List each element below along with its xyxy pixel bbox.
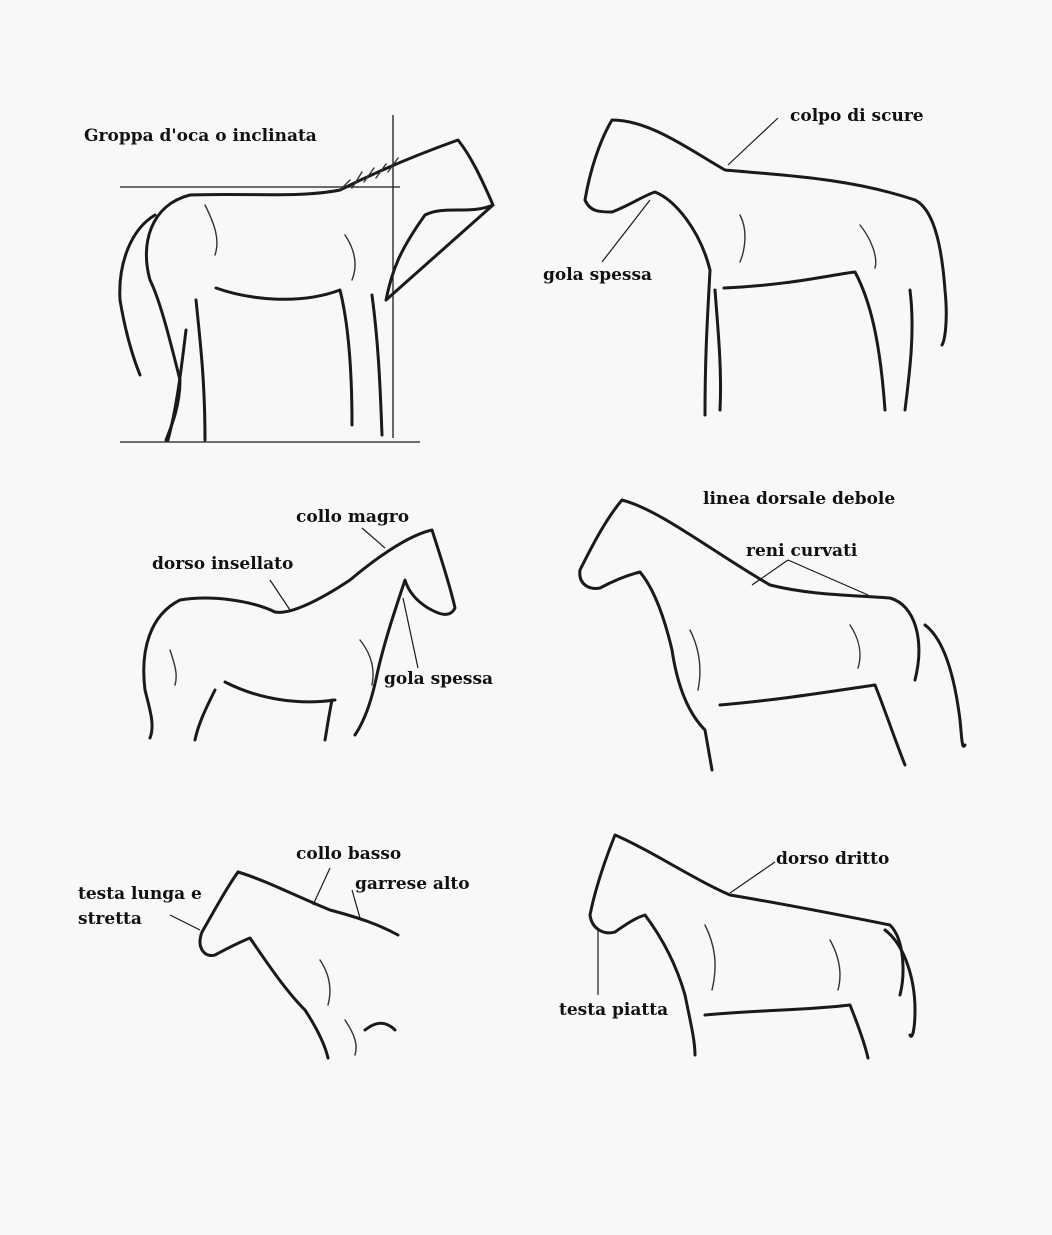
label-gola-spessa-2: gola spessa [384, 667, 493, 691]
dorso-dritto-pointer [730, 862, 775, 893]
collo-magro-pointer [362, 528, 385, 548]
label-testa-lunga-line2: stretta [78, 907, 142, 931]
horse-tail [120, 215, 155, 375]
label-testa-piatta: testa piatta [559, 998, 668, 1022]
label-gola-spessa-1: gola spessa [543, 263, 652, 287]
horse-high-withers [170, 868, 398, 1058]
collo-basso-pointer [313, 868, 330, 905]
horse-muscle-lines [205, 205, 355, 280]
horse-muscle-lines [170, 640, 373, 685]
horse-muscle-lines [705, 925, 840, 990]
label-reni-curvati: reni curvati [746, 539, 857, 563]
horse-hindleg [168, 300, 205, 440]
label-linea-dorsale-debole: linea dorsale debole [703, 487, 895, 511]
label-testa-lunga-line1: testa lunga e [78, 882, 202, 906]
horse-muscle-lines [690, 625, 860, 690]
label-collo-magro: collo magro [296, 505, 409, 529]
horse-tail [885, 930, 915, 1036]
dorso-insellato-pointer [270, 580, 290, 610]
horse-muscle-lines [320, 960, 356, 1055]
label-dorso-insellato: dorso insellato [152, 552, 293, 576]
horse-body-outline [146, 140, 493, 440]
label-groppa-d-oca: Groppa d'oca o inclinata [84, 124, 317, 148]
horse-sloped-croup [120, 115, 493, 442]
label-dorso-dritto: dorso dritto [776, 847, 889, 871]
horse-tail [915, 200, 946, 345]
testa-lunga-pointer [170, 915, 200, 930]
gola-spessa-pointer [403, 598, 418, 668]
horse-foreleg [715, 290, 721, 410]
label-garrese-alto: garrese alto [355, 872, 470, 896]
label-collo-basso: collo basso [296, 842, 401, 866]
colpo-di-scure-pointer [728, 118, 778, 165]
label-colpo-di-scure: colpo di scure [790, 104, 924, 128]
reni-curvati-pointer-a [752, 560, 788, 585]
horse-body-outline [200, 872, 398, 1058]
horse-tail [925, 625, 965, 746]
horse-muscle-lines [740, 215, 876, 268]
gola-spessa-pointer [602, 200, 650, 262]
